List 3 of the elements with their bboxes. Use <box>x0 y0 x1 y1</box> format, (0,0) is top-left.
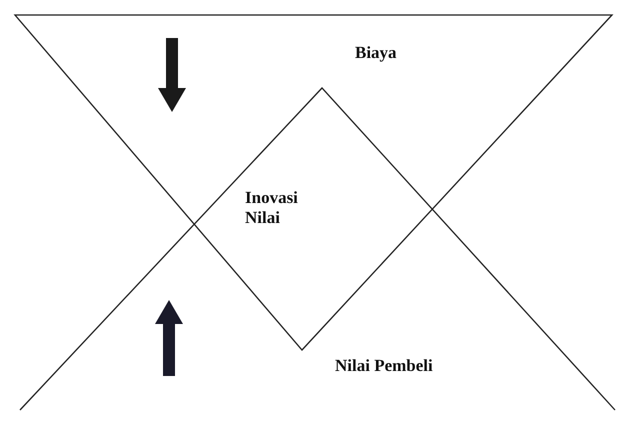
shape-label: Biaya <box>355 43 397 63</box>
shape-label: Nilai Pembeli <box>335 356 433 376</box>
shape-label: Inovasi Nilai <box>245 188 299 228</box>
